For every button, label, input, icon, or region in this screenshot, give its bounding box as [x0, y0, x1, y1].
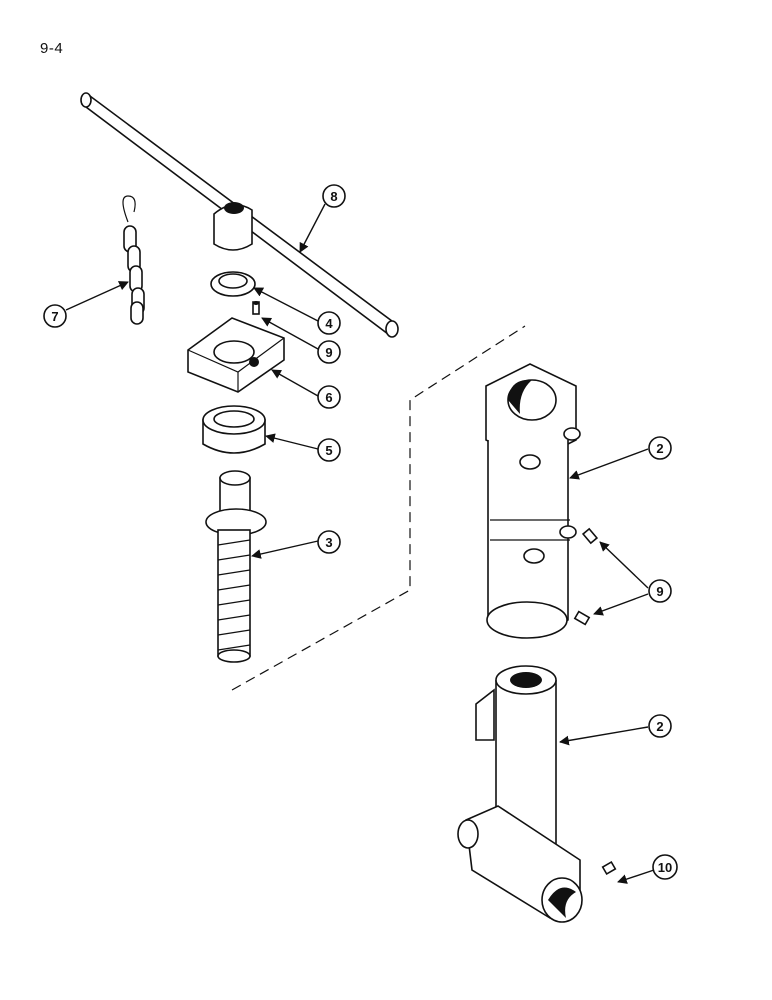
callout-10: 10 — [652, 854, 678, 880]
screw-shaft-part — [205, 470, 267, 663]
grease-fitting-part — [252, 301, 260, 315]
callout-2-upper-label: 2 — [656, 441, 663, 456]
callout-2-upper: 2 — [648, 436, 672, 460]
chain-part — [122, 195, 145, 325]
callout-5-label: 5 — [325, 443, 332, 458]
callout-4-label: 4 — [325, 316, 333, 331]
callout-8: 8 — [322, 184, 346, 208]
bearing-housing-part — [187, 317, 285, 393]
callout-3-label: 3 — [325, 535, 332, 550]
callout-2-lower-label: 2 — [656, 719, 663, 734]
leader-lines — [65, 203, 655, 884]
callout-2-lower: 2 — [648, 714, 672, 738]
callout-9-lower: 9 — [648, 579, 672, 603]
callout-9-lower-label: 9 — [656, 584, 663, 599]
callout-6: 6 — [317, 385, 341, 409]
lower-base-part — [457, 665, 617, 923]
callout-6-label: 6 — [325, 390, 332, 405]
callout-10-label: 10 — [658, 860, 672, 875]
callout-5: 5 — [317, 438, 341, 462]
assembly-guide-line — [231, 325, 526, 691]
callout-3: 3 — [317, 530, 341, 554]
bearing-cup-part — [202, 405, 266, 454]
callout-9-upper: 9 — [317, 340, 341, 364]
upper-housing-part — [485, 363, 599, 639]
callout-9-upper-label: 9 — [325, 345, 332, 360]
callout-4: 4 — [317, 311, 341, 335]
callout-7: 7 — [43, 304, 67, 328]
crank-handle-part — [80, 92, 399, 338]
callout-7-label: 7 — [51, 309, 58, 324]
washer-part — [210, 271, 256, 297]
page-number: 9-4 — [40, 40, 64, 57]
callout-8-label: 8 — [330, 189, 337, 204]
